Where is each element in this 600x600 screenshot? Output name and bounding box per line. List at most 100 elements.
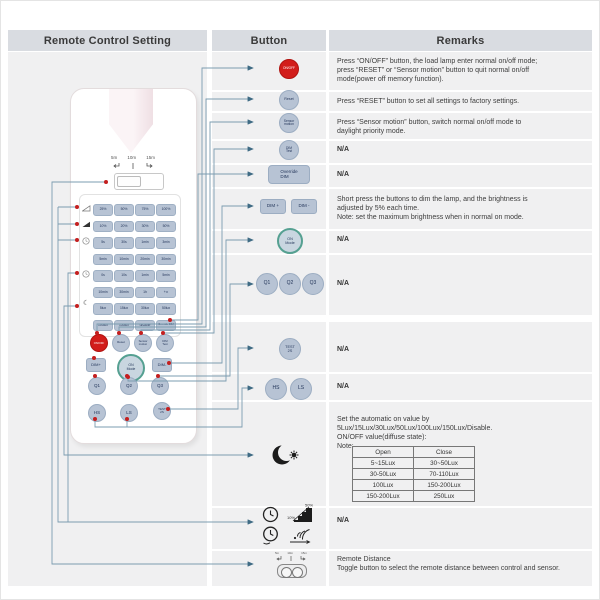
remark-on-mode: N/A [337,236,350,243]
remote-grid-button: 10min [114,253,134,265]
remote-grid-button: disable [135,319,155,331]
lux-table-cell: 30~50Lux [413,457,475,469]
button-cell-row-3 [212,113,326,139]
clock-icon [262,506,279,523]
remote-grid-button: 30min [156,253,176,265]
remote-grid-button: 100lux [93,319,113,331]
reset-button-icon: Reset [279,90,299,110]
on-off-button-icon: ON/OFF [279,59,299,79]
clock-delay-icon [263,526,278,545]
remote-dim-test-button: DIM Test [156,334,174,352]
remote-grid-button: 150lux [114,319,134,331]
remark-lux: Set the automatic on value by 5Lux/15Lux… [337,416,493,450]
remote-grid-button: 10s [114,270,134,282]
override-dim-button-icon: Override DIM [268,165,310,184]
distance-15m-label: 15m [146,155,155,160]
ls-button-icon: LS [290,378,312,400]
remote-reset-button: Reset [112,334,130,352]
remote-grid-button: 0s [93,270,113,282]
remote-grid-button: 1min [135,270,155,282]
toggle-distance-labels: 5m 10m 15m [275,551,307,555]
signal-waves-icon [290,529,311,544]
remarks-cell-row-3 [329,113,592,139]
remote-grid-button: 30min [114,286,134,298]
remote-grid-button: 20min [135,253,155,265]
dim-plus-button-icon: DIM + [260,199,286,214]
remark-dim-test: N/A [337,146,350,153]
remote-q2-button: Q2 [120,377,138,395]
q2-button-icon: Q2 [279,273,301,295]
lux-table-cell: 100Lux [352,479,414,491]
remote-grid-button: 1h [135,286,155,298]
remark-reset: Press “RESET” button to set all settings… [337,98,520,105]
remarks-cell-row-12 [329,508,592,549]
dim-ramp-outline-icon [82,205,91,212]
distance-5m-label: 5m [111,155,118,160]
remarks-cell-row-2 [329,92,592,111]
toggle-distance-arrows-icon [276,556,306,561]
test-2s-button-icon: TEST 2S [279,338,301,360]
remote-grid-button: 30lux [135,303,155,315]
remark-hs-ls: N/A [337,383,350,390]
header-remarks: Remarks [329,30,592,51]
lux-table-cell: 30-50Lux [352,468,414,480]
lux-table-cell: 70-110Lux [413,468,475,480]
remark-on-off: Press “ON/OFF” button, the load lamp ent… [337,58,538,83]
remote-grid-button: 50% [156,220,176,232]
q1-button-icon: Q1 [256,273,278,295]
button-cell-row-11 [212,402,326,506]
remarks-cell-row-7 [329,231,592,253]
button-cell-row-9 [212,322,326,372]
hs-button-icon: HS [265,378,287,400]
remote-grid-button: 5lux [93,303,113,315]
button-cell-row-4 [212,141,326,163]
toggle-10m-label: 10m [287,551,294,555]
remark-q-buttons: N/A [337,280,350,287]
distance-arrows-icon [113,163,153,169]
remote-grid-button: 10% [93,220,113,232]
hold-time-clock-icon [82,237,90,245]
toggle-left-knob [281,566,292,578]
button-cell-row-13 [212,551,326,586]
on-mode-button-icon: ON Mode [277,228,303,254]
remote-test-2s-button: TEST 2S [153,402,171,420]
remote-grid-button: 50% [114,204,134,216]
toggle-right-knob [292,566,303,578]
remote-grid-button: +∞ [156,286,176,298]
stairs-bottom-label: 10% [287,515,295,520]
remote-grid-button: 5min [93,253,113,265]
remote-grid-button: 5s [93,237,113,249]
remark-test-2s: N/A [337,346,350,353]
remote-grid-button: 75% [135,204,155,216]
header-remote-control-setting: Remote Control Setting [8,30,207,51]
remote-grid-button: 20% [114,220,134,232]
remarks-cell-row-6 [329,189,592,229]
remote-grid-button: 5min [156,270,176,282]
header-label: Remote Control Setting [43,34,172,47]
remote-grid-button: 1min [135,237,155,249]
distance-10m-label: 10m [127,155,137,160]
remote-grid-button: 30s [114,237,134,249]
button-cell-row-2 [212,92,326,111]
remarks-cell-row-13 [329,551,592,586]
remote-grid-button: 10min [93,286,113,298]
remark-sensor-motion: Press “Sensor motion” button, switch nor… [337,119,522,135]
remark-override-dim: N/A [337,171,350,178]
remote-grid-button: 100% [156,204,176,216]
remark-dim-buttons: Short press the buttons to dim the lamp,… [337,196,528,221]
toggle-15m-label: 15m [301,551,307,555]
header-label: Button [250,34,288,47]
remarks-cell-row-1 [329,52,592,90]
remote-hs-button: HS [88,404,106,422]
remote-grid-button: 25% [93,204,113,216]
remote-grid-button: 30% [135,220,155,232]
standby-clock-icon [82,270,90,278]
remote-grid-button: 50lux [156,303,176,315]
daylight-moon-icon: ☾ [83,300,90,307]
dim-minus-button-icon: DIM - [291,199,317,214]
